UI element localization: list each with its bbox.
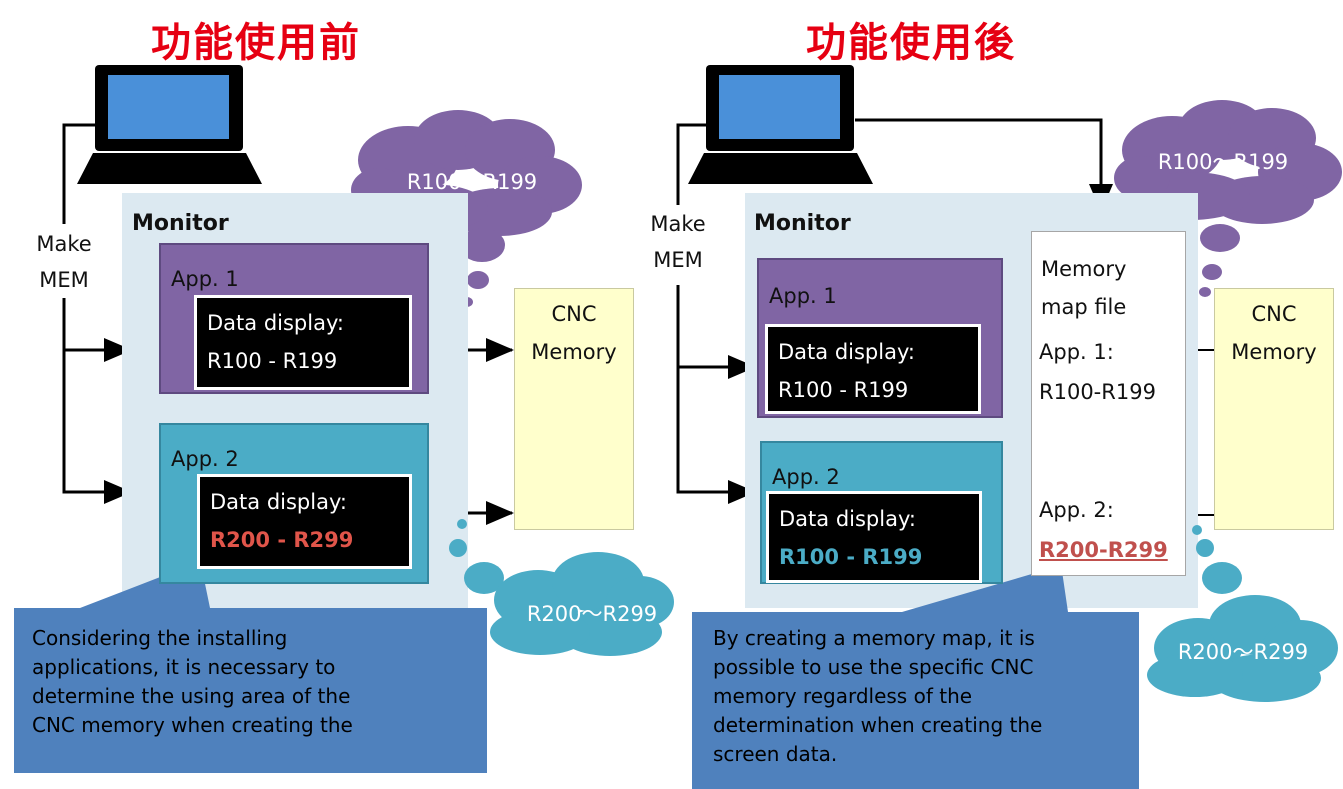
display-line: Data display:: [779, 507, 916, 531]
cnc-label: CNC: [1251, 302, 1297, 326]
callout-line: applications, it is necessary to: [32, 655, 336, 679]
display-line: Data display:: [210, 490, 347, 514]
side-label-line: MEM: [653, 248, 703, 272]
side-label-line: MEM: [39, 268, 89, 292]
side-label-line: Make: [650, 212, 706, 236]
cloud-label: R200～R299: [1177, 640, 1309, 664]
app-box-1: App. 1 Data display: R100 - R199: [757, 258, 1003, 418]
display-line: Data display:: [207, 311, 344, 335]
app-label: App. 2: [171, 447, 239, 471]
thought-cloud-icon: [351, 110, 582, 307]
app-label: App. 2: [772, 465, 840, 489]
callout-shape: [14, 574, 487, 773]
display-value: R100 - R199: [778, 378, 909, 402]
memory-map-title-line: Memory: [1041, 257, 1127, 281]
monitor-title: Monitor: [132, 211, 229, 236]
callout-line: screen data.: [713, 742, 838, 766]
cloud-label: R100～R199: [406, 170, 538, 194]
cnc-label: Memory: [531, 340, 617, 364]
callout-line: Considering the installing: [32, 626, 288, 650]
data-display: Data display: R200 - R299: [197, 474, 412, 569]
thought-cloud-icon: [1147, 525, 1338, 702]
memory-map-app1: App. 1: R100-R199: [1039, 332, 1156, 412]
laptop-icon: [688, 65, 873, 184]
memory-map-file: Memory map file App. 1: R100-R199 App. 2…: [1031, 231, 1186, 576]
left-callout-text: Considering the installing applications,…: [32, 624, 482, 740]
callout-line: CNC memory when creating the: [32, 713, 353, 737]
display-value: R200 - R299: [210, 528, 354, 552]
app-box-1: App. 1 Data display: R100 - R199: [159, 243, 429, 394]
callout-line: By creating a memory map, it is: [713, 626, 1035, 650]
cnc-label: CNC: [551, 302, 597, 326]
display-line: Data display:: [778, 340, 915, 364]
right-callout-text: By creating a memory map, it is possible…: [713, 624, 1133, 784]
data-display: Data display: R100 - R199: [766, 491, 982, 583]
display-value: R100 - R199: [779, 545, 923, 569]
laptop-icon: [77, 65, 262, 184]
callout-line: memory regardless of the: [713, 684, 973, 708]
memory-map-app-label: App. 1:: [1039, 340, 1114, 364]
app-label: App. 1: [769, 284, 837, 308]
cloud-label: R100～R199: [1157, 150, 1289, 174]
callout-line: determination when creating the: [713, 713, 1043, 737]
left-make-mem-label: Make MEM: [28, 226, 100, 298]
memory-map-app-range: R100-R199: [1039, 380, 1156, 404]
memory-map-app2: App. 2: R200-R299: [1039, 490, 1168, 570]
cnc-label: Memory: [1231, 340, 1317, 364]
thought-cloud-icon: [449, 519, 674, 656]
memory-map-title-line: map file: [1041, 295, 1127, 319]
app-box-2: App. 2 Data display: R100 - R199: [760, 441, 1003, 584]
memory-map-app-label: App. 2:: [1039, 498, 1114, 522]
app-label: App. 1: [171, 267, 239, 291]
monitor-title: Monitor: [754, 211, 851, 236]
display-value: R100 - R199: [207, 349, 338, 373]
left-connector-lines: [62, 123, 514, 525]
cloud-label: R200～R299: [526, 602, 658, 626]
thought-cloud-icon: [1114, 100, 1342, 297]
right-make-mem-label: Make MEM: [642, 206, 714, 278]
data-display: Data display: R100 - R199: [765, 324, 981, 414]
cnc-memory-box: CNC Memory: [1214, 288, 1334, 530]
callout-line: possible to use the specific CNC: [713, 655, 1034, 679]
callout-line: determine the using area of the: [32, 684, 351, 708]
data-display: Data display: R100 - R199: [194, 295, 412, 390]
app-box-2: App. 2 Data display: R200 - R299: [159, 423, 429, 584]
right-title: 功能使用後: [806, 20, 1016, 66]
memory-map-title: Memory map file: [1041, 250, 1126, 326]
left-title: 功能使用前: [151, 20, 361, 66]
side-label-line: Make: [36, 232, 92, 256]
memory-map-app-range: R200-R299: [1039, 538, 1168, 562]
callout-shape: [692, 571, 1139, 789]
cnc-memory-box: CNC Memory: [514, 288, 634, 530]
right-connector-lines: [676, 118, 1113, 504]
